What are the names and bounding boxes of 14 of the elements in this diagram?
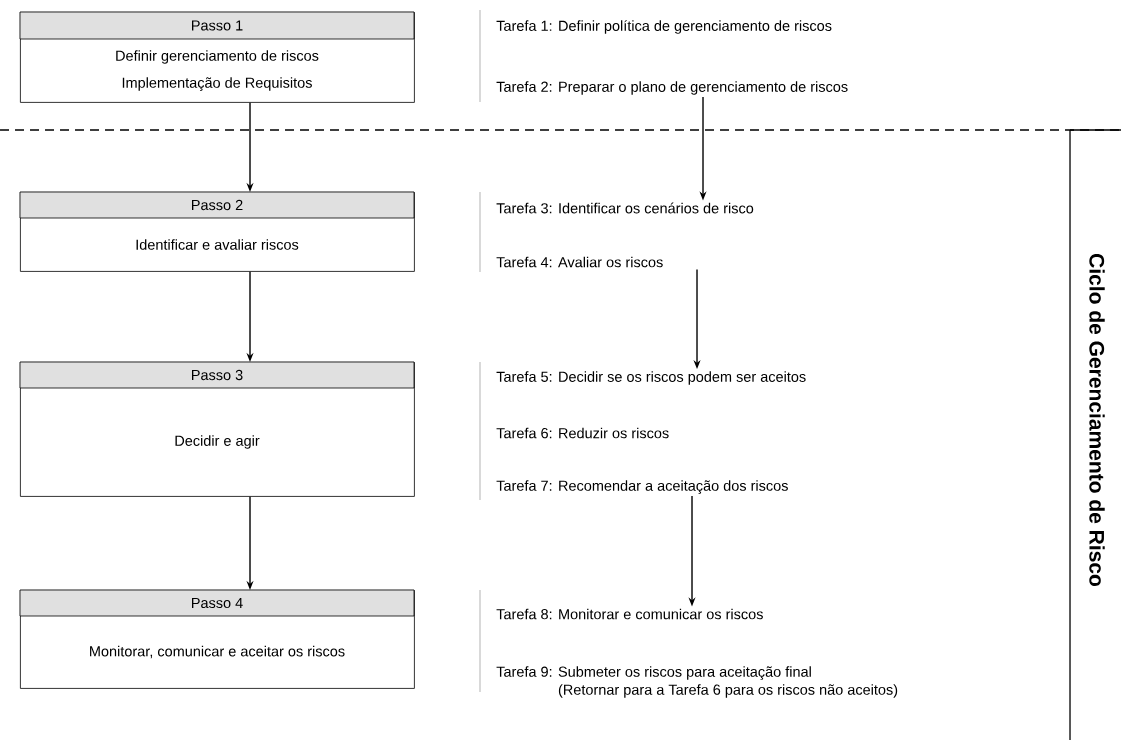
step-box: Passo 1 Definir gerenciamento de riscos Implementação de Requisitos xyxy=(19,11,415,103)
task-text: Tarefa 1: Definir política de gerenciamento de riscos xyxy=(496,20,832,34)
task-text: Tarefa 3: Identificar os cenários de risco xyxy=(496,202,754,214)
task-text: Tarefa 7: Recomendar a aceitação dos riscos xyxy=(496,480,788,494)
task-text: Tarefa 9: Submeter os riscos para aceitação final (Retornar para a Tarefa 6 para os riscos não aceitos) xyxy=(496,666,898,698)
task-text: Tarefa 8: Monitorar e comunicar os riscos xyxy=(496,608,763,620)
task-text: Tarefa 6: Reduzir os riscos xyxy=(496,427,669,439)
step-box: Passo 4 Monitorar, comunicar e aceitar os riscos xyxy=(19,589,415,689)
cycle-title: Ciclo de Gerenciamento de Risco xyxy=(1089,254,1105,587)
task-text: Tarefa 4: Avaliar os riscos xyxy=(496,256,663,268)
task-text: Tarefa 2: Preparar o plano de gerenciamento de riscos xyxy=(496,81,848,95)
step-box: Passo 2 Identificar e avaliar riscos xyxy=(19,191,415,272)
task-text: Tarefa 5: Decidir se os riscos podem ser aceitos xyxy=(496,371,806,385)
step-box: Passo 3 Decidir e agir xyxy=(19,361,415,497)
